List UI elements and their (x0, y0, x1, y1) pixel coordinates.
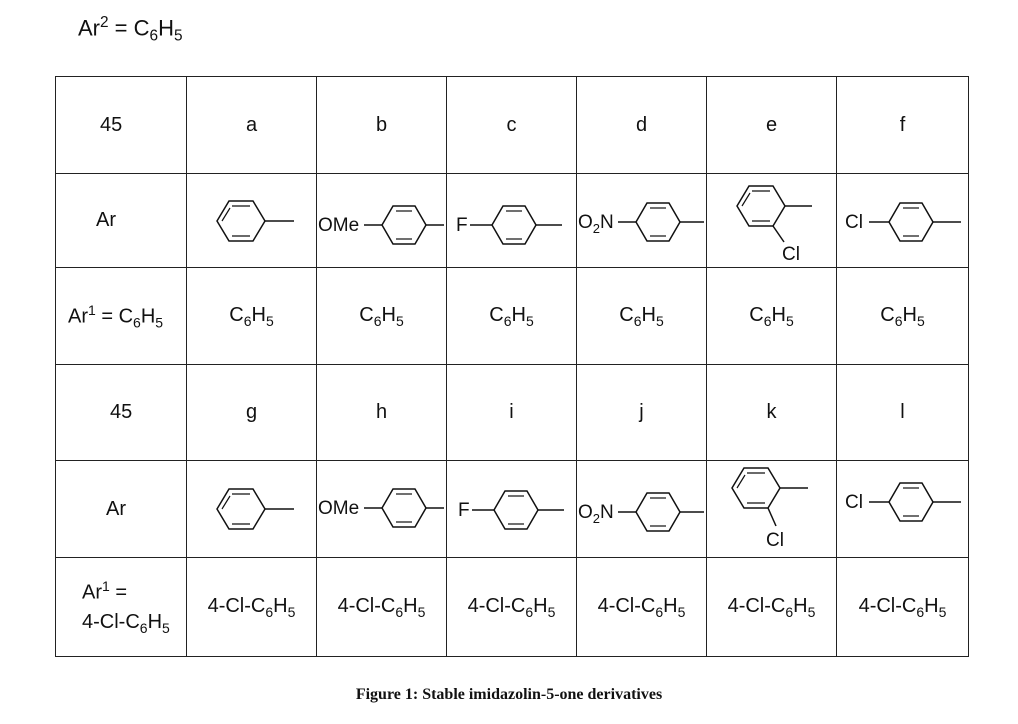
para-chlorophenyl-structure: Cl (845, 482, 961, 522)
substituent-text: Cl (845, 212, 863, 233)
structure-cell: OMe (316, 460, 447, 558)
compound-number-label: 45 (55, 364, 187, 461)
structure-cell: F (446, 460, 577, 558)
substituent-text: OMe (318, 215, 359, 236)
fluorophenyl-structure: F (456, 204, 562, 245)
compound-letter: k (706, 364, 837, 461)
ar1-cell: 4-Cl-C6H5 (186, 557, 317, 657)
compound-letter: d (576, 76, 707, 174)
table-row: Ar OMe F (55, 173, 969, 268)
ortho-chlorophenyl-structure: Cl (735, 184, 812, 264)
substituent-text: OMe (318, 498, 359, 519)
ar1-label: Ar1 =4-Cl-C6H5 (55, 557, 187, 657)
ar1-cell: C6H5 (836, 267, 969, 365)
substituent-text: Cl (845, 492, 863, 513)
structure-cell (186, 460, 317, 558)
svg-text:O2N: O2N (578, 502, 614, 526)
fluorophenyl-structure: F (458, 490, 564, 530)
ar1-cell: C6H5 (446, 267, 577, 365)
ar1-cell: 4-Cl-C6H5 (836, 557, 969, 657)
ar-label: Ar (55, 173, 187, 268)
nitrophenyl-structure: O2N (578, 492, 704, 532)
ar1-cell: 4-Cl-C6H5 (316, 557, 447, 657)
structure-cell: OMe (316, 173, 447, 268)
figure-caption: Figure 1: Stable imidazolin-5-one deriva… (355, 686, 663, 703)
compound-letter: c (446, 76, 577, 174)
compound-letter: b (316, 76, 447, 174)
ar1-cell: C6H5 (316, 267, 447, 365)
structure-cell: O2N (576, 460, 707, 558)
compound-letter: a (186, 76, 317, 174)
methoxyphenyl-structure: OMe (318, 488, 444, 528)
ar1-cell: 4-Cl-C6H5 (706, 557, 837, 657)
phenyl-structure (215, 488, 294, 530)
svg-text:O2N: O2N (578, 212, 614, 236)
substituent-text: F (456, 215, 468, 236)
table-row: 45 g h i j k l (55, 364, 969, 461)
compound-letter: h (316, 364, 447, 461)
compound-letter: l (836, 364, 969, 461)
compound-letter: g (186, 364, 317, 461)
table-row: 45 a b c d e f (55, 76, 969, 174)
ar1-cell: C6H5 (706, 267, 837, 365)
substituent-text: Cl (782, 244, 800, 264)
compound-letter: f (836, 76, 969, 174)
methoxyphenyl-structure: OMe (318, 204, 444, 245)
structure-cell: F (446, 173, 577, 268)
substituent-text: F (458, 500, 470, 521)
header-formula: Ar2 = C6H5 (78, 14, 183, 45)
table-row: Ar1 = C6H5 C6H5 C6H5 C6H5 C6H5 C6H5 C6H5 (55, 267, 969, 365)
structure-cell: Cl (706, 460, 837, 558)
table-row: Ar OMe F (55, 460, 969, 558)
phenyl-structure (215, 199, 294, 242)
ar-label: Ar (55, 460, 187, 558)
ar1-cell: C6H5 (576, 267, 707, 365)
structure-cell: O2N (576, 173, 707, 268)
ortho-chlorophenyl-structure: Cl (730, 467, 808, 551)
substituent-text: Cl (766, 530, 784, 551)
ar1-cell: 4-Cl-C6H5 (446, 557, 577, 657)
ar1-cell: C6H5 (186, 267, 317, 365)
nitrophenyl-structure: O2N (578, 201, 704, 242)
structure-cell: Cl (836, 173, 969, 268)
table-row: Ar1 =4-Cl-C6H5 4-Cl-C6H5 4-Cl-C6H5 4-Cl-… (55, 557, 969, 657)
ar1-cell: 4-Cl-C6H5 (576, 557, 707, 657)
compound-letter: i (446, 364, 577, 461)
structure-cell: Cl (706, 173, 837, 268)
compound-letter: j (576, 364, 707, 461)
structure-cell: Cl (836, 460, 969, 558)
derivatives-table: 45 a b c d e f Ar OMe (55, 76, 969, 657)
ar1-label: Ar1 = C6H5 (55, 267, 187, 365)
compound-letter: e (706, 76, 837, 174)
compound-number-label: 45 (55, 76, 187, 174)
structure-cell (186, 173, 317, 268)
para-chlorophenyl-structure: Cl (845, 201, 961, 242)
